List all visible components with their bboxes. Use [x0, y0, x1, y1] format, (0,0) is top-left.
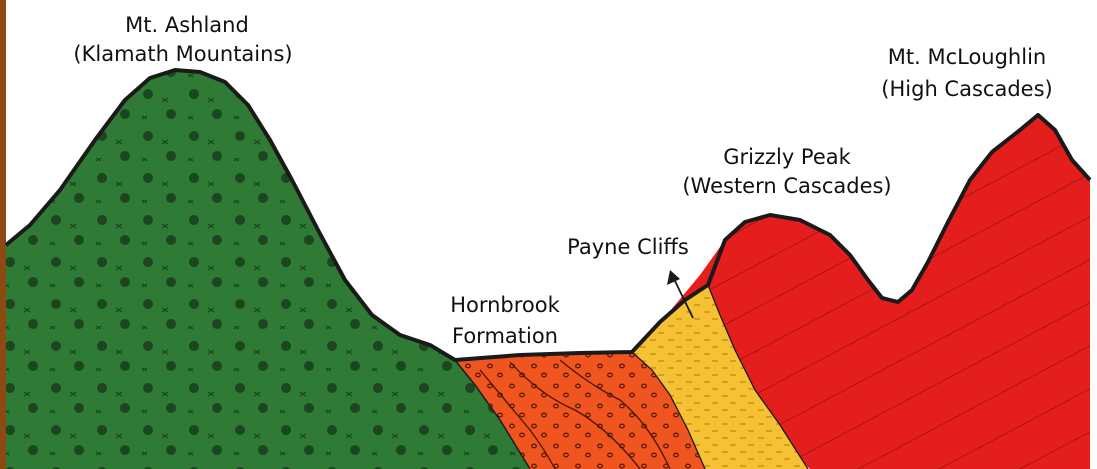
left-frame-border: [0, 0, 6, 469]
mt-ashland-label: Mt. Ashland: [125, 13, 249, 37]
high-cascades-label: (High Cascades): [881, 77, 1052, 101]
klamath-mountains-label: (Klamath Mountains): [73, 42, 292, 66]
klamath-texture: [6, 70, 530, 469]
payne-cliffs-label: Payne Cliffs: [567, 235, 689, 259]
payne-cliffs-arrowhead: [667, 270, 680, 285]
western-cascades-label: (Western Cascades): [682, 174, 891, 198]
formation-label: Formation: [452, 324, 558, 348]
mt-mcloughlin-label: Mt. McLoughlin: [888, 45, 1046, 69]
hornbrook-label: Hornbrook: [450, 293, 560, 317]
grizzly-peak-label: Grizzly Peak: [723, 145, 851, 169]
